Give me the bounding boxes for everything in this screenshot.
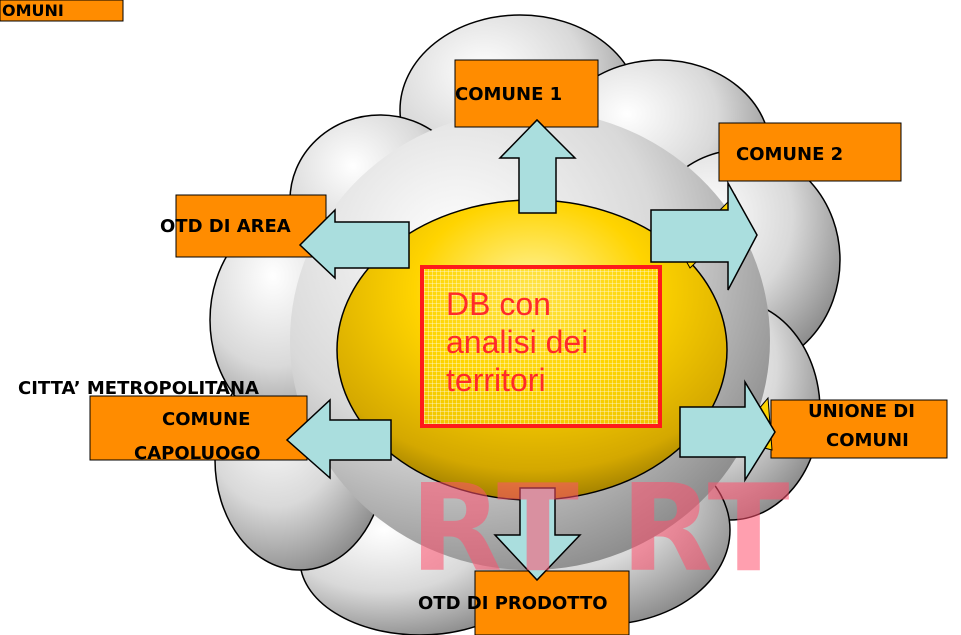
db-text-line-1: DB con bbox=[446, 286, 551, 322]
label-citta-line-1: CITTA’ METROPOLITANA bbox=[18, 378, 259, 399]
db-text-line-2: analisi dei bbox=[446, 324, 589, 360]
arrow-left-bottom bbox=[285, 398, 392, 480]
label-comune-1: COMUNE 1 bbox=[455, 84, 563, 105]
watermark-rt: RT RT bbox=[410, 470, 790, 590]
arrow-right-top bbox=[650, 180, 758, 291]
arrow-down bbox=[493, 487, 582, 582]
arrow-left-top bbox=[298, 208, 410, 280]
box-unione bbox=[770, 399, 948, 459]
box-comune-2 bbox=[718, 122, 902, 182]
db-box bbox=[420, 265, 662, 428]
label-top-left-partial: OMUNI bbox=[2, 1, 64, 20]
label-otd-prodotto: OTD DI PRODOTTO bbox=[418, 593, 608, 614]
arrow-up bbox=[498, 118, 577, 214]
label-otd-area: OTD DI AREA bbox=[160, 216, 291, 237]
label-comune-2: COMUNE 2 bbox=[736, 144, 844, 165]
arrow-right-bottom bbox=[679, 379, 776, 483]
label-unione-line-2: COMUNI bbox=[826, 430, 909, 451]
watermark-text: RT RT bbox=[410, 460, 790, 599]
arrows bbox=[285, 118, 776, 582]
db-text-line-3: territori bbox=[446, 362, 546, 398]
box-citta bbox=[89, 395, 308, 461]
label-citta-line-2: COMUNE bbox=[162, 409, 251, 430]
box-otd-prodotto bbox=[474, 570, 630, 635]
db-text: DB con analisi dei territori bbox=[446, 285, 656, 399]
label-unione-line-1: UNIONE DI bbox=[808, 401, 915, 422]
box-top-left-partial bbox=[0, 0, 124, 22]
box-comune-1 bbox=[454, 59, 599, 128]
label-citta-line-3: CAPOLUOGO bbox=[134, 443, 261, 464]
